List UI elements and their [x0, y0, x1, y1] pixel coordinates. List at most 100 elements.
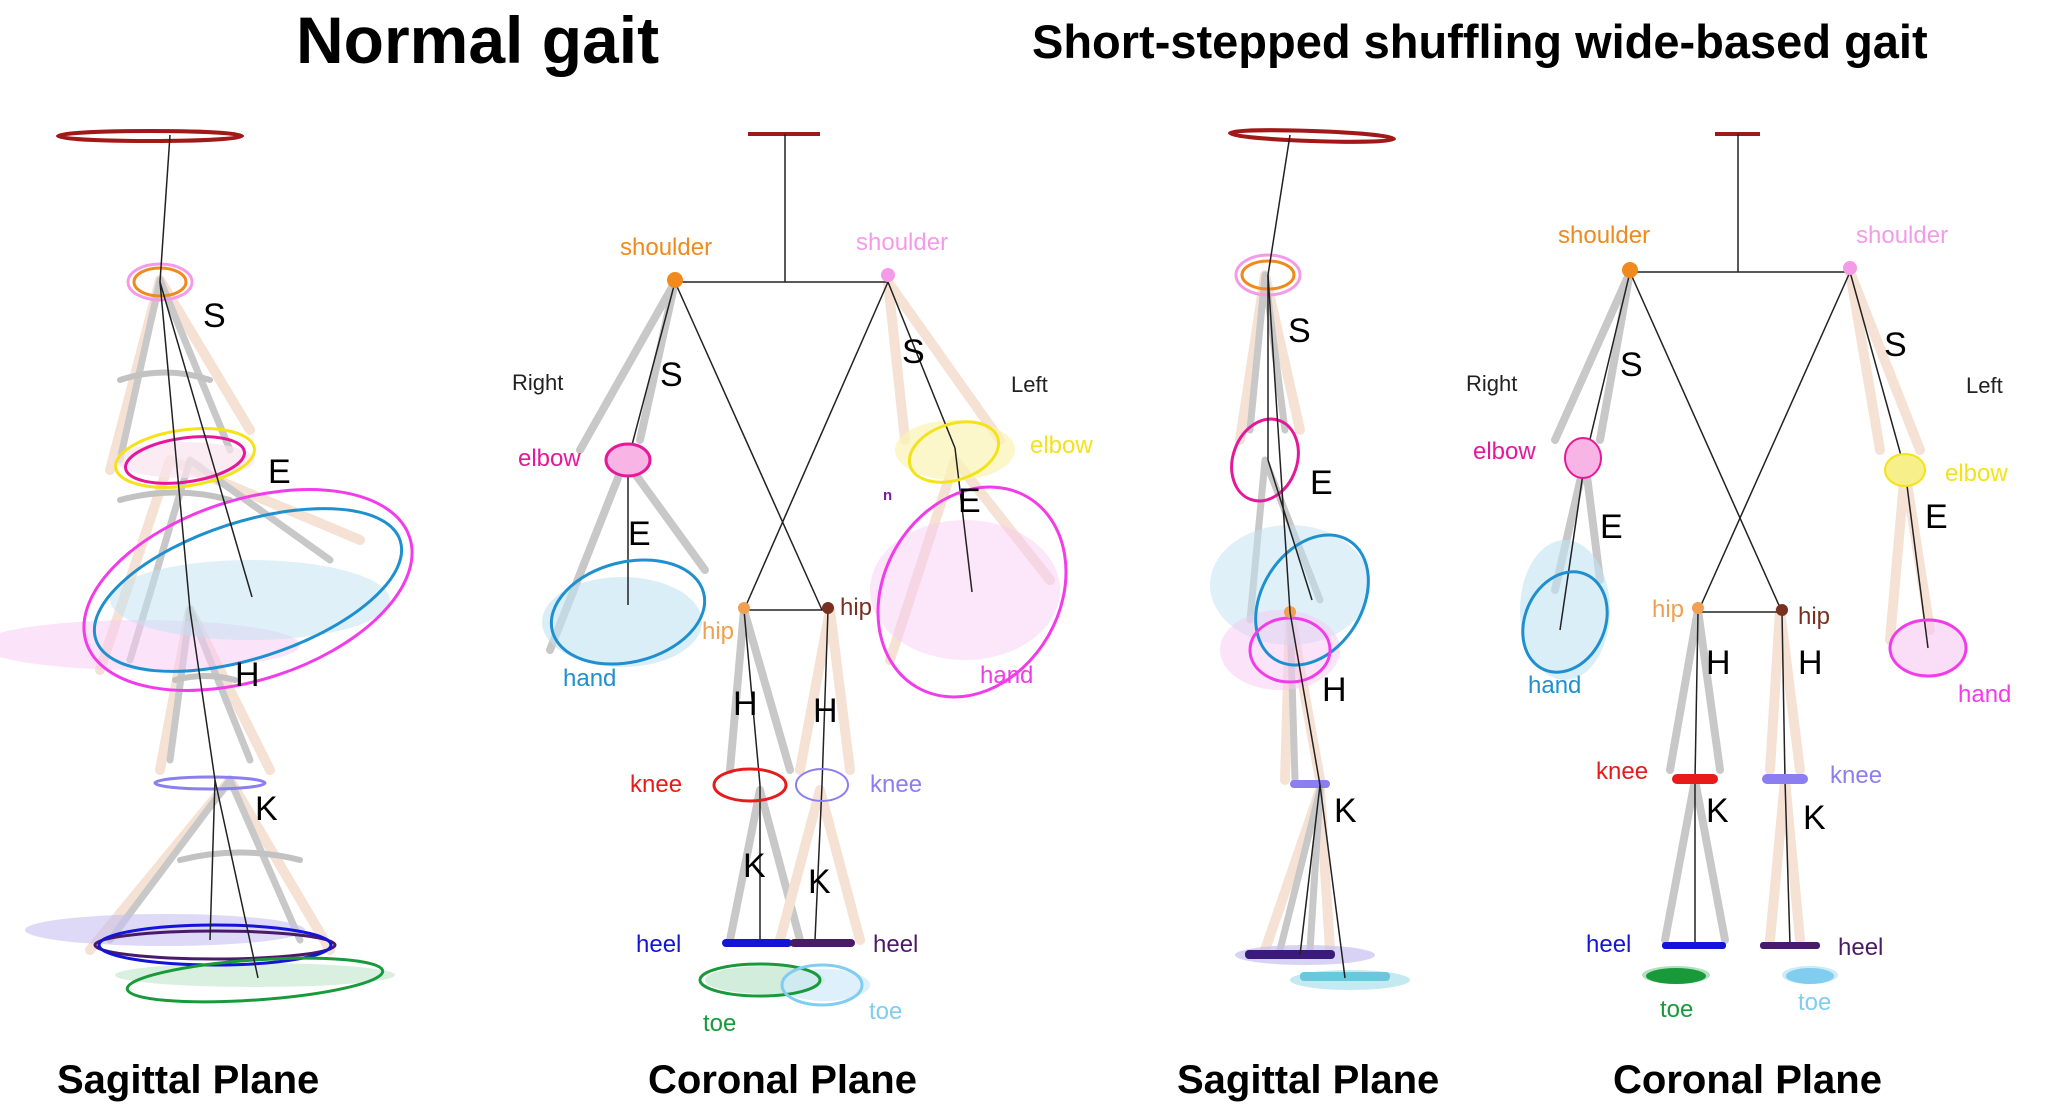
- plane-label-sagittal-normal: Sagittal Plane: [57, 1058, 320, 1102]
- angle-label-h: H: [235, 656, 260, 694]
- angle-label-k: K: [255, 790, 278, 828]
- label-elbow-right: elbow: [518, 445, 581, 472]
- hip-left-marker: [1776, 604, 1788, 616]
- label-knee-right: knee: [630, 771, 682, 798]
- hip-right-marker: [1692, 602, 1704, 614]
- label-shoulder-left: shoulder: [1856, 222, 1948, 249]
- elbow-left-cloud: [1884, 453, 1926, 487]
- plane-label-coronal-normal: Coronal Plane: [648, 1058, 917, 1102]
- angle-label-e-left: E: [958, 482, 981, 520]
- angle-label-h-right: H: [733, 685, 758, 723]
- pelvis-ellipse: [56, 129, 244, 143]
- angle-label-h: H: [1322, 671, 1347, 709]
- angle-label-e: E: [268, 453, 291, 491]
- label-heel-left: heel: [1838, 934, 1883, 961]
- hand-right-ellipse: [1521, 570, 1609, 674]
- label-side-right: Right: [512, 370, 563, 395]
- elbow-right-ellipse: [124, 435, 246, 485]
- knee-left-cloud: [1762, 774, 1808, 784]
- heel-cloud: [1245, 950, 1335, 959]
- label-hip-right: hip: [1652, 596, 1684, 623]
- heel-right-cloud: [722, 939, 792, 947]
- scatter-clouds: [1520, 540, 1966, 984]
- angle-label-h-left: H: [1798, 644, 1823, 682]
- label-toe-left: toe: [1798, 989, 1831, 1016]
- elbow-right-ellipse: [604, 442, 652, 478]
- skeleton-lines: [1267, 134, 1346, 979]
- angle-label-s: S: [1288, 312, 1311, 350]
- limb-bands: [1551, 267, 1935, 945]
- label-hip-left: hip: [1798, 603, 1830, 630]
- scatter-clouds: [542, 420, 1060, 1001]
- label-side-left: Left: [1011, 372, 1048, 397]
- label-toe-right: toe: [1660, 996, 1693, 1023]
- label-shoulder-right: shoulder: [620, 234, 712, 261]
- heel-right-cloud: [1662, 942, 1726, 949]
- label-toe-right: toe: [703, 1010, 736, 1037]
- angle-label-s-left: S: [1884, 326, 1907, 364]
- elbow-ellipse: [1230, 417, 1300, 503]
- pelvis-ellipse: [1228, 128, 1396, 144]
- angle-label-e-left: E: [1925, 498, 1948, 536]
- shoulder-ellipse: [126, 262, 194, 302]
- label-knee-right: knee: [1596, 758, 1648, 785]
- label-hand-right: hand: [1528, 672, 1581, 699]
- shoulder-left-marker: [881, 268, 895, 282]
- title-short-stepped-gait: Short-stepped shuffling wide-based gait: [1032, 15, 1928, 68]
- hand-left-ellipse: [82, 488, 414, 692]
- angle-label-e-right: E: [628, 515, 651, 553]
- angle-label-h-left: H: [813, 692, 838, 730]
- scatter-clouds: [0, 442, 395, 987]
- knee-cloud: [1290, 780, 1330, 788]
- toe-right-ellipse: [698, 962, 822, 998]
- label-hand-left: hand: [980, 662, 1033, 689]
- label-toe-left: toe: [869, 998, 902, 1025]
- label-elbow-left: elbow: [1945, 460, 2008, 487]
- panel-normal-coronal: shoulder shoulder Right Left S S elbow e…: [512, 132, 1093, 1037]
- label-knee-left: knee: [870, 771, 922, 798]
- label-side-left: Left: [1966, 373, 2003, 398]
- panel-short-sagittal: S E H K: [1210, 128, 1410, 990]
- plane-label-sagittal-short: Sagittal Plane: [1177, 1058, 1440, 1102]
- label-shoulder-left: shoulder: [856, 229, 948, 256]
- elbow-left-ellipse: [907, 420, 1001, 484]
- shoulder-right-ellipse: [132, 266, 188, 298]
- label-hand-left: hand: [1958, 681, 2011, 708]
- hip-right-marker: [738, 602, 750, 614]
- label-elbow-right: elbow: [1473, 438, 1536, 465]
- angle-label-s-left: S: [902, 333, 925, 371]
- angle-label-k-right: K: [743, 847, 766, 885]
- panel-normal-sagittal: S E H K: [0, 129, 414, 1004]
- hand-right-ellipse: [1254, 533, 1370, 667]
- label-side-right: Right: [1466, 371, 1517, 396]
- shoulder-right-marker: [1622, 262, 1638, 278]
- label-hip-right: hip: [702, 618, 734, 645]
- knee-ellipse: [153, 775, 267, 791]
- label-n: n: [883, 487, 892, 504]
- label-heel-right: heel: [636, 931, 681, 958]
- label-knee-left: knee: [1830, 762, 1882, 789]
- title-normal-gait: Normal gait: [296, 3, 660, 77]
- skeleton-lines: [159, 134, 259, 979]
- angle-label-k: K: [1334, 792, 1357, 830]
- shoulder-right-marker: [667, 272, 683, 288]
- angle-label-k-right: K: [1706, 792, 1729, 830]
- label-hand-right: hand: [563, 665, 616, 692]
- toe-right-cloud: [1646, 968, 1706, 984]
- elbow-right-cloud: [1564, 437, 1602, 479]
- hand-left-ellipse: [1888, 618, 1968, 678]
- shoulder-left-marker: [1843, 261, 1857, 275]
- toe-left-ellipse: [780, 963, 864, 1007]
- angle-label-h-right: H: [1706, 644, 1731, 682]
- angle-label-s-right: S: [660, 356, 683, 394]
- knee-left-ellipse: [795, 768, 849, 802]
- knee-right-ellipse: [712, 767, 788, 803]
- limb-bands: [546, 277, 1055, 945]
- heel-left-ellipse: [93, 929, 337, 961]
- heel-left-cloud: [790, 939, 855, 947]
- angle-label-k-left: K: [1803, 799, 1826, 837]
- angle-label-s: S: [203, 297, 226, 335]
- skeleton-lines: [1559, 134, 1929, 946]
- plane-label-coronal-short: Coronal Plane: [1613, 1058, 1882, 1102]
